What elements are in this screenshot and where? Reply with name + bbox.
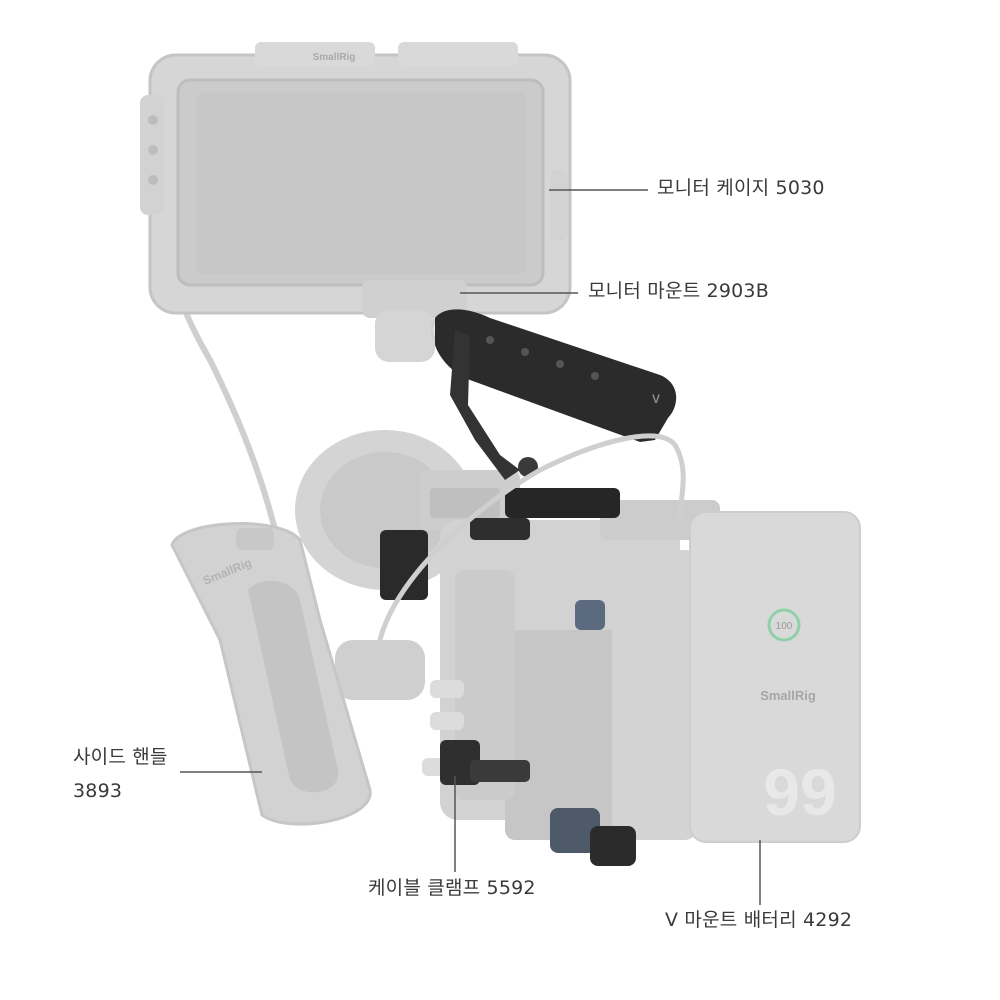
- callout-monitor-cage: 모니터 케이지 5030: [657, 177, 825, 199]
- battery-cable: [377, 433, 686, 643]
- leader-lines: [180, 189, 761, 905]
- top-handle-marker: V: [652, 392, 660, 406]
- battery-level: 100: [776, 621, 793, 632]
- battery-capacity: 99: [763, 755, 836, 829]
- monitor-cage-brand: SmallRig: [313, 52, 356, 63]
- callout-monitor-mount: 모니터 마운트 2903B: [588, 280, 769, 302]
- side-handle: SmallRig: [170, 522, 372, 826]
- callout-side-handle: 사이드 핸들 3893: [73, 740, 168, 808]
- callout-side-handle-line2: 3893: [73, 780, 123, 802]
- callout-v-mount-battery: V 마운트 배터리 4292: [665, 909, 853, 931]
- callout-cable-clamp: 케이블 클램프 5592: [368, 877, 536, 899]
- cable-clamp: [380, 530, 636, 866]
- callout-side-handle-line1: 사이드 핸들: [73, 746, 168, 768]
- monitor-cage: SmallRig: [140, 42, 572, 315]
- top-handle: V: [435, 309, 677, 540]
- battery-brand: SmallRig: [760, 688, 816, 703]
- v-mount-battery: 100 SmallRig 99: [612, 511, 861, 843]
